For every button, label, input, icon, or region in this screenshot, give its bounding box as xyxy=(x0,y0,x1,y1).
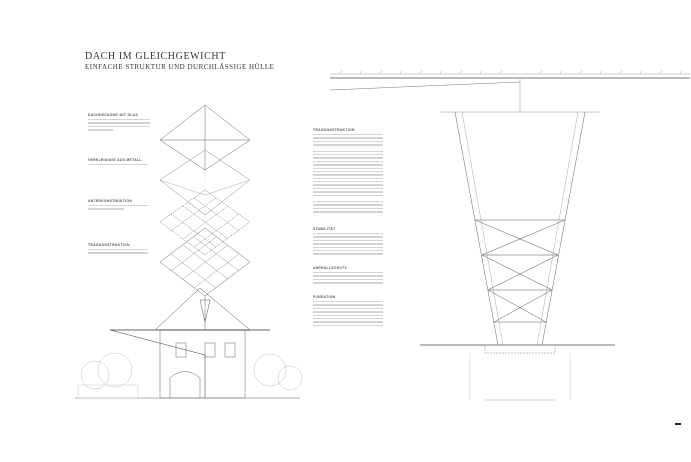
section-text-anprallschutz xyxy=(313,272,383,286)
layer-text-structure xyxy=(88,249,148,256)
layer-text-substructure xyxy=(88,205,148,212)
poster-title: DACH IM GLEICHGEWICHT xyxy=(85,51,226,62)
layer-heading-structure: TRAGKONSTRUKTION xyxy=(88,243,130,247)
layer-text-glass xyxy=(88,119,150,133)
structure-section-drawing xyxy=(329,69,690,425)
section-heading-stabilitaet: STABILITÄT xyxy=(313,227,336,231)
section-heading-anprallschutz: ANPRALLSCHUTZ xyxy=(313,266,347,270)
layer-heading-glass: DACHDECKUNG MIT GLAS xyxy=(88,113,139,117)
layer-heading-metal: VERKLEIDUNG AUS METALL xyxy=(88,158,142,162)
section-heading-fundation: FUNDATION xyxy=(313,295,336,299)
poster-title-block: DACH IM GLEICHGEWICHT EINFACHE STRUKTUR … xyxy=(85,51,274,73)
section-text-tragkonstruktion xyxy=(313,134,383,215)
section-text-fundation xyxy=(313,301,383,328)
layer-load-bearing-structure xyxy=(159,227,251,330)
exploded-axonometry xyxy=(159,104,251,330)
layer-glass-roof xyxy=(159,104,251,171)
layer-text-metal xyxy=(88,164,148,167)
poster-subtitle: EINFACHE STRUKTUR UND DURCHLÄSSIGE HÜLLE xyxy=(85,63,275,71)
layer-heading-substructure: UNTERKONSTRUKTION xyxy=(88,199,133,203)
layer-substructure xyxy=(159,189,251,256)
house-elevation-drawing xyxy=(75,287,303,399)
section-heading-tragkonstruktion: TRAGKONSTRUKTION xyxy=(313,128,355,132)
section-text-stabilitaet xyxy=(313,233,383,257)
